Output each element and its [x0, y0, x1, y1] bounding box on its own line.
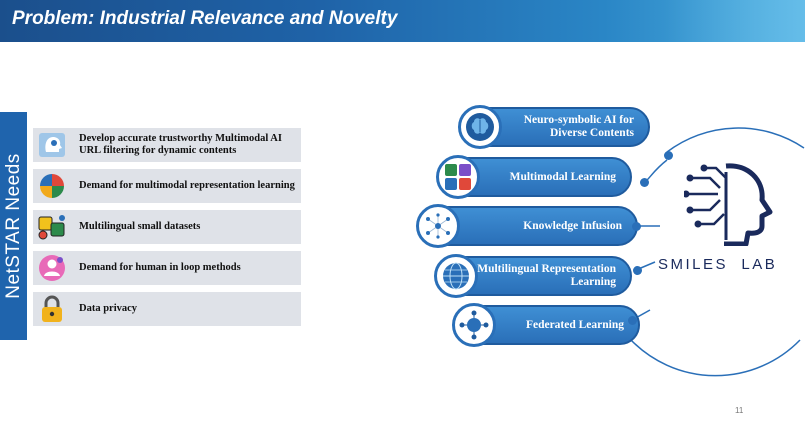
- connector-dot: [640, 178, 649, 187]
- capability-label: Multilingual Representation Learning: [477, 263, 616, 288]
- need-text: Demand for multimodal representation lea…: [79, 180, 295, 191]
- connector-dot: [628, 316, 637, 325]
- capability-label: Knowledge Infusion: [523, 219, 622, 232]
- ai-head-icon: [37, 130, 67, 160]
- needs-list: Develop accurate trustworthy Multimodal …: [33, 128, 301, 333]
- multimodal-icon: [37, 171, 67, 201]
- title-bar: Problem: Industrial Relevance and Novelt…: [0, 0, 805, 42]
- brain-icon: [458, 105, 502, 149]
- need-text: Data privacy: [79, 303, 138, 314]
- capability-label: Multimodal Learning: [509, 170, 616, 183]
- connector-dot: [633, 266, 642, 275]
- capability-pill: Neuro-symbolic AI for Diverse Contents: [458, 105, 650, 149]
- lock-icon: [37, 294, 67, 324]
- circuit-head-icon: [682, 160, 774, 247]
- lab-name: SMILES LAB: [658, 256, 778, 273]
- need-text: Demand for human in loop methods: [79, 262, 241, 273]
- capability-label: Federated Learning: [525, 318, 624, 331]
- need-item: Demand for human in loop methods: [33, 251, 301, 285]
- capability-pill: Knowledge Infusion: [416, 204, 638, 248]
- multilingual-icon: [37, 212, 67, 242]
- needs-side-label: NetSTAR Needs: [0, 112, 27, 340]
- need-text: Multilingual small datasets: [79, 221, 201, 232]
- need-item: Multilingual small datasets: [33, 210, 301, 244]
- capability-pill: Multilingual Representation Learning: [434, 254, 632, 298]
- capability-pill: Multimodal Learning: [436, 155, 632, 199]
- network-icon: [416, 204, 460, 248]
- connector-dot: [632, 222, 641, 231]
- need-item: Develop accurate trustworthy Multimodal …: [33, 128, 301, 162]
- federated-icon: [452, 303, 496, 347]
- page-number: 11: [735, 406, 744, 415]
- globe-icon: [434, 254, 478, 298]
- connector-dot: [664, 151, 673, 160]
- human-loop-icon: [37, 253, 67, 283]
- capability-label: Neuro-symbolic AI for Diverse Contents: [523, 114, 634, 139]
- need-item: Data privacy: [33, 292, 301, 326]
- grid-icon: [436, 155, 480, 199]
- need-item: Demand for multimodal representation lea…: [33, 169, 301, 203]
- capability-pill: Federated Learning: [452, 303, 640, 347]
- need-text: Develop accurate trustworthy Multimodal …: [79, 133, 282, 156]
- title-bar-accent: [665, 0, 805, 42]
- page-title: Problem: Industrial Relevance and Novelt…: [12, 8, 398, 29]
